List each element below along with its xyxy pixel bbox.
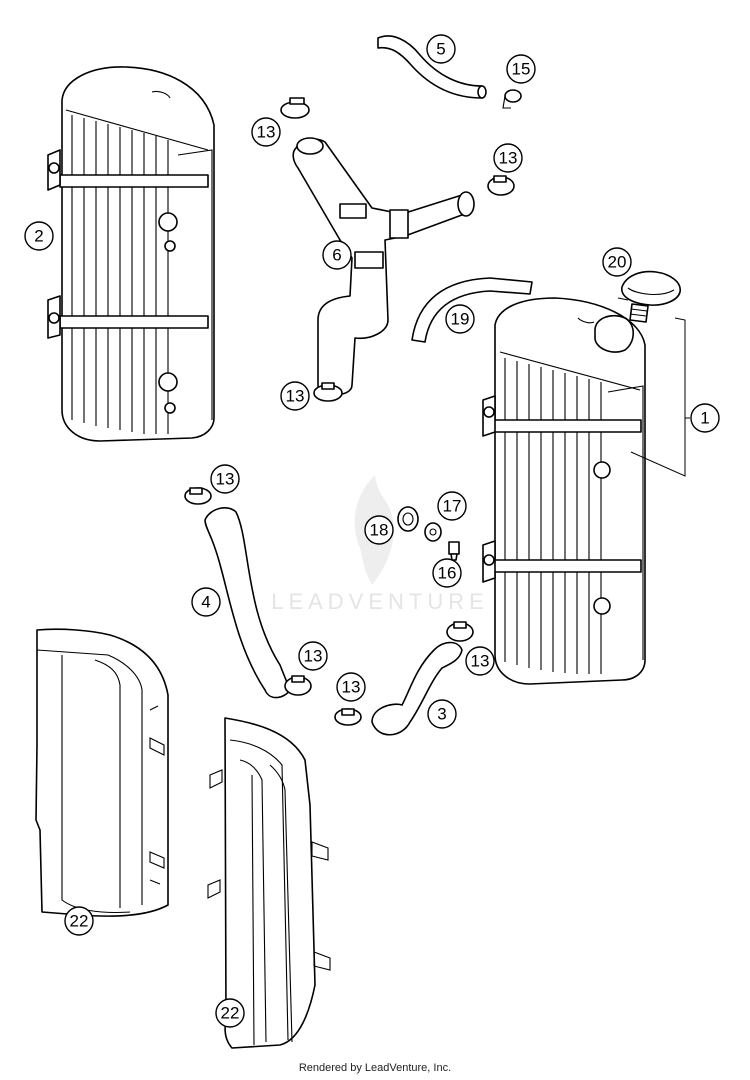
- clamp-13: [313, 382, 343, 402]
- callout-2: 2: [24, 221, 54, 251]
- callout-13: 13: [493, 143, 523, 173]
- callout-13: 13: [280, 381, 310, 411]
- callout-19-label: 19: [451, 310, 470, 329]
- callout-13-label: 13: [257, 123, 276, 142]
- part-22-left-shroud: [35, 628, 169, 917]
- callout-20: 20: [602, 247, 632, 277]
- part-20-radiator-cap: [621, 270, 681, 323]
- leader-lines: [617, 297, 690, 477]
- callout-6-label: 6: [332, 246, 341, 265]
- part-16-bolt: [448, 541, 460, 561]
- callout-22: 22: [215, 998, 245, 1028]
- callout-13: 13: [298, 641, 328, 671]
- callout-1-label: 1: [700, 409, 709, 428]
- watermark: LEADVENTURE: [271, 475, 489, 614]
- callout-13-label: 13: [342, 678, 361, 697]
- callout-13: 13: [465, 646, 495, 676]
- callout-18: 18: [364, 515, 394, 545]
- callout-2-label: 2: [34, 227, 43, 246]
- callout-3: 3: [427, 699, 457, 729]
- callout-16: 16: [432, 558, 462, 588]
- part-4-lower-hose: [204, 507, 291, 699]
- callout-3-label: 3: [437, 705, 446, 724]
- part-6-y-hose: [292, 137, 475, 396]
- part-15-small-clamp: [502, 89, 522, 109]
- part-2-left-radiator: [47, 66, 215, 442]
- callout-22-label: 22: [221, 1004, 240, 1023]
- callout-5: 5: [426, 34, 456, 64]
- part-1-right-radiator: [482, 297, 646, 685]
- callout-4-label: 4: [201, 593, 210, 612]
- callout-13: 13: [336, 672, 366, 702]
- clamp-13: [446, 621, 474, 642]
- callout-19: 19: [445, 304, 475, 334]
- part-3-lower-hose: [371, 641, 463, 736]
- callout-5-label: 5: [436, 40, 445, 59]
- callout-20-label: 20: [608, 253, 627, 272]
- part-19-hose: [411, 277, 533, 343]
- clamp-13: [334, 708, 362, 726]
- callout-16-label: 16: [438, 564, 457, 583]
- callout-13-label: 13: [216, 470, 235, 489]
- callout-17-label: 17: [443, 497, 462, 516]
- part-17-washer: [424, 522, 442, 542]
- clamp-13: [284, 675, 312, 696]
- clamp-13: [487, 175, 515, 196]
- callout-4: 4: [191, 587, 221, 617]
- callout-13-label: 13: [286, 387, 305, 406]
- hose-clamps: [184, 97, 515, 726]
- callout-13-label: 13: [499, 149, 518, 168]
- callout-22-label: 22: [70, 912, 89, 931]
- clamp-13: [280, 97, 310, 119]
- part-22-right-shroud: [207, 717, 331, 1049]
- clamp-13: [184, 487, 212, 505]
- callout-13: 13: [210, 464, 240, 494]
- callout-1: 1: [690, 403, 720, 433]
- callout-22: 22: [64, 906, 94, 936]
- watermark-text: LEADVENTURE: [271, 589, 489, 614]
- footer-credit: Rendered by LeadVenture, Inc.: [298, 1062, 452, 1074]
- callout-13-label: 13: [471, 652, 490, 671]
- part-18-grommet: [397, 506, 419, 532]
- callout-6: 6: [322, 240, 352, 270]
- callout-13: 13: [251, 117, 281, 147]
- part-5-overflow-hose: [377, 35, 487, 99]
- callout-13-label: 13: [304, 647, 323, 666]
- callout-15: 15: [506, 54, 536, 84]
- callout-17: 17: [437, 491, 467, 521]
- callouts: 1 2 3 4 5 6 13 13 13 13 13 13 13 15 16 1…: [24, 34, 720, 1028]
- callout-15-label: 15: [512, 60, 531, 79]
- callout-18-label: 18: [370, 521, 389, 540]
